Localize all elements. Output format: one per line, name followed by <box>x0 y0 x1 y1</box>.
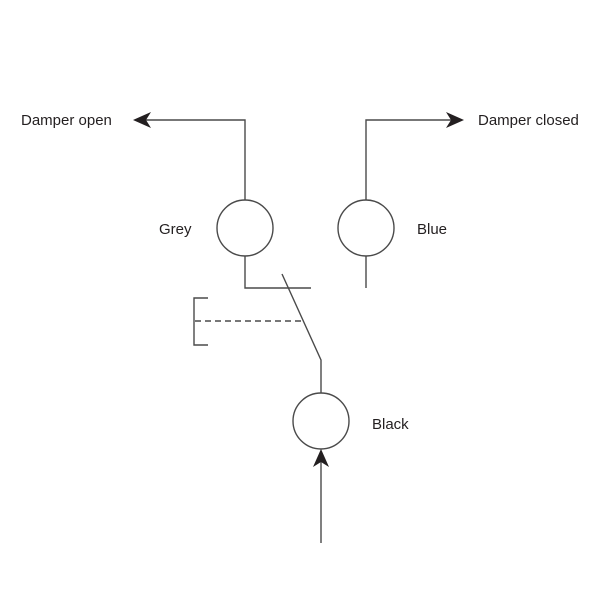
label-black: Black <box>372 416 409 433</box>
actuator-bracket <box>193 297 208 346</box>
wire-blue-to-damper-closed <box>365 119 452 200</box>
arrow-input-icon <box>313 449 329 467</box>
terminal-black <box>292 392 350 450</box>
terminal-grey <box>216 199 274 257</box>
contact-grey <box>244 256 311 289</box>
wire-grey-to-damper-open <box>145 119 246 200</box>
label-damper-open: Damper open <box>21 112 112 129</box>
label-blue: Blue <box>417 221 447 238</box>
terminal-blue <box>337 199 395 257</box>
switch-lever <box>281 273 322 393</box>
arrow-damper-open-icon <box>133 112 151 128</box>
label-grey: Grey <box>159 221 192 238</box>
arrow-damper-closed-icon <box>446 112 464 128</box>
label-damper-closed: Damper closed <box>478 112 579 129</box>
